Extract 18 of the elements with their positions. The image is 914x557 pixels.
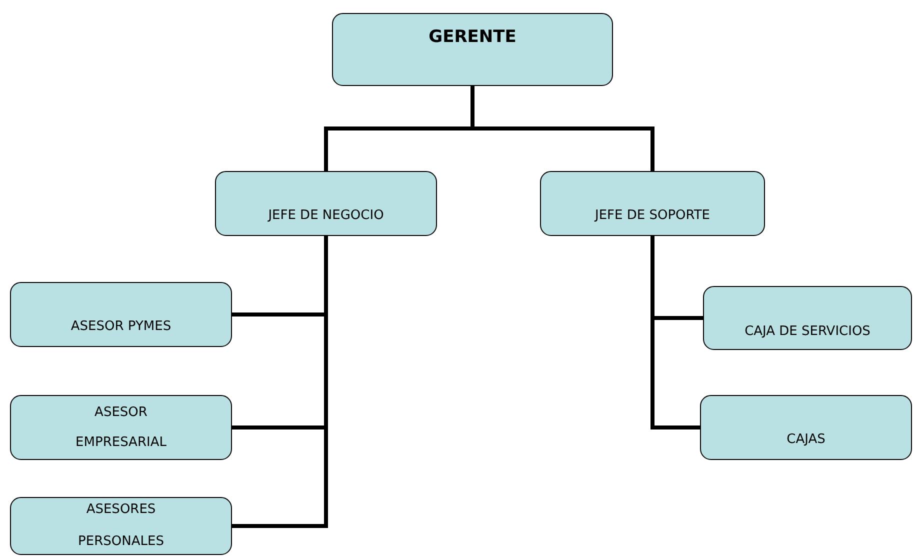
role-label: JEFE DE SOPORTE [594,207,710,225]
role-label: ASESORES PERSONALES [77,501,165,551]
role-label: CAJA DE SERVICIOS [744,323,870,341]
org-box [332,13,613,86]
org-box [215,171,437,236]
org-box [10,395,232,460]
role-label: ASESOR EMPRESARIAL [74,404,168,452]
org-box [703,286,912,350]
org-box [700,395,912,460]
connector-line [232,236,328,528]
org-box [10,497,232,555]
role-label: CAJAS [786,431,826,449]
connector-line [470,86,654,171]
org-box [540,171,765,236]
org-box [10,282,232,347]
role-label: ASESOR PYMES [70,318,172,336]
role-label: JEFE DE NEGOCIO [268,207,384,225]
role-label: GERENTE [428,26,516,49]
